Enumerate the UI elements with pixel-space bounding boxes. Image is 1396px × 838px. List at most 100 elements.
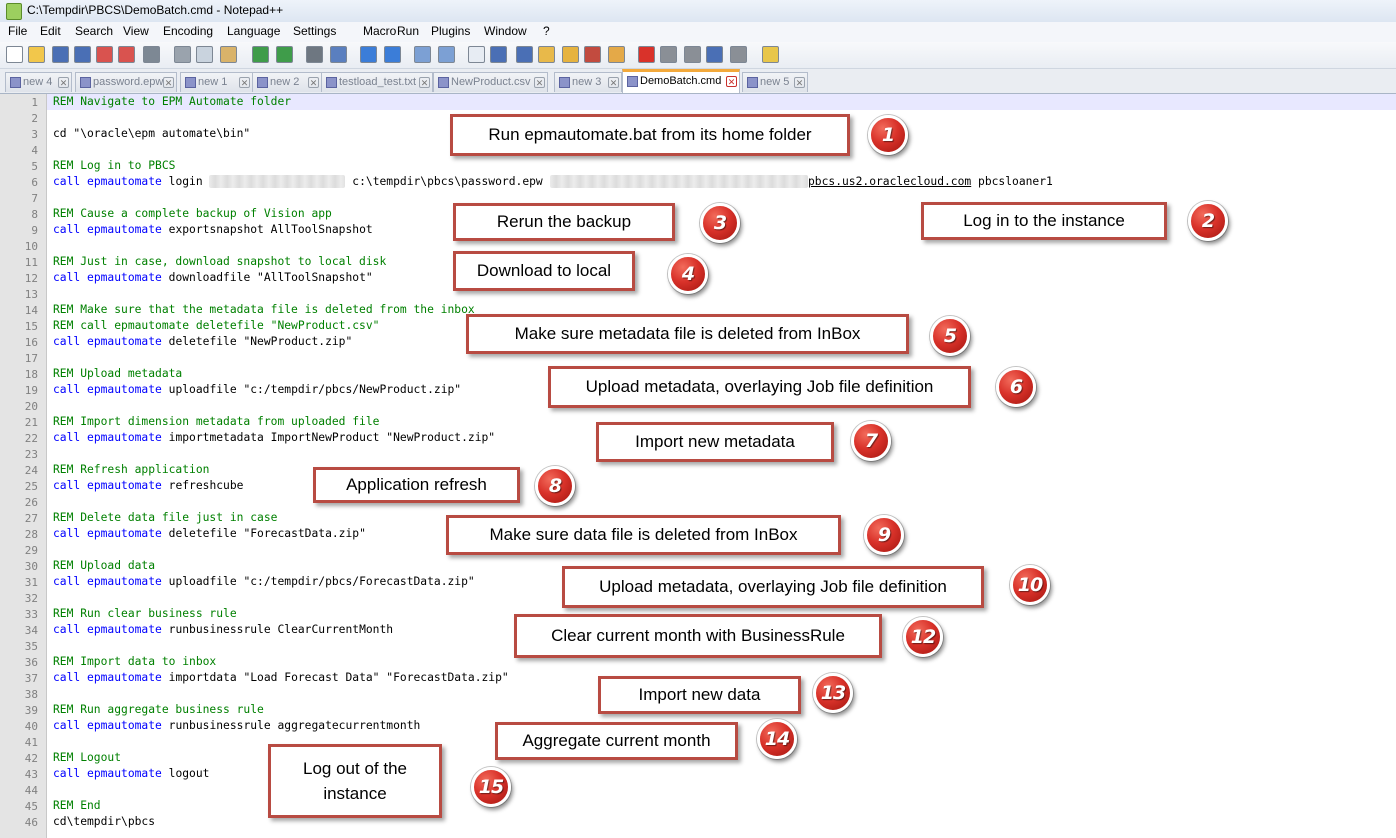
print-icon[interactable]: [143, 46, 160, 63]
menu-help[interactable]: ?: [543, 24, 550, 38]
menu-settings[interactable]: Settings: [293, 24, 337, 38]
code-line[interactable]: call epmautomate runbusinessrule ClearCu…: [53, 623, 393, 636]
code-line[interactable]: REM Make sure that the metadata file is …: [53, 303, 475, 316]
tab-close-icon[interactable]: ✕: [534, 77, 545, 88]
code-line[interactable]: REM Import data to inbox: [53, 655, 216, 668]
cut-icon[interactable]: [174, 46, 191, 63]
code-line[interactable]: REM Cause a complete backup of Vision ap…: [53, 207, 332, 220]
tab-close-icon[interactable]: ✕: [58, 77, 69, 88]
code-line[interactable]: REM Upload metadata: [53, 367, 182, 380]
monitoring-icon[interactable]: [608, 46, 625, 63]
close-icon[interactable]: [96, 46, 113, 63]
tab-close-icon[interactable]: ✕: [794, 77, 805, 88]
open-file-icon[interactable]: [28, 46, 45, 63]
callout-box-13: Import new data: [598, 676, 801, 714]
tab-password-epw[interactable]: password.epw✕: [75, 72, 177, 92]
line-number: 18: [24, 368, 38, 381]
menu-search[interactable]: Search: [75, 24, 114, 38]
code-line[interactable]: REM call epmautomate deletefile "NewProd…: [53, 319, 379, 332]
play-macro-icon[interactable]: [684, 46, 701, 63]
run-macro-multiple-icon[interactable]: [706, 46, 723, 63]
code-line[interactable]: call epmautomate logout: [53, 767, 209, 780]
code-line[interactable]: REM Delete data file just in case: [53, 511, 277, 524]
sync-horizontal-icon[interactable]: [438, 46, 455, 63]
find-icon[interactable]: [306, 46, 323, 63]
code-line[interactable]: call epmautomate exportsnapshot AllToolS…: [53, 223, 373, 236]
indent-guide-icon[interactable]: [516, 46, 533, 63]
tab-new-3[interactable]: new 3✕: [554, 72, 622, 92]
tab-testload-test-txt[interactable]: testload_test.txt✕: [321, 72, 433, 92]
new-file-icon[interactable]: [6, 46, 23, 63]
code-line[interactable]: REM Import dimension metadata from uploa…: [53, 415, 379, 428]
code-line[interactable]: REM Navigate to EPM Automate folder: [53, 95, 291, 108]
tab-demobatch-cmd[interactable]: DemoBatch.cmd✕: [622, 69, 740, 93]
replace-icon[interactable]: [330, 46, 347, 63]
stop-record-icon[interactable]: [660, 46, 677, 63]
callout-box-9: Make sure data file is deleted from InBo…: [446, 515, 841, 555]
title-bar: C:\Tempdir\PBCS\DemoBatch.cmd - Notepad+…: [0, 0, 1396, 23]
menu-language[interactable]: Language: [227, 24, 281, 38]
zoom-out-icon[interactable]: [384, 46, 401, 63]
code-token: uploadfile "c:/tempdir/pbcs/NewProduct.z…: [161, 383, 462, 396]
code-token: logout: [161, 767, 210, 780]
code-line[interactable]: REM End: [53, 799, 101, 812]
code-line[interactable]: call epmautomate refreshcube: [53, 479, 243, 492]
tab-newproduct-csv[interactable]: NewProduct.csv✕: [433, 72, 548, 92]
tab-new-5[interactable]: new 5✕: [742, 72, 808, 92]
tab-new-4[interactable]: new 4✕: [5, 72, 72, 92]
folder-as-workspace-icon[interactable]: [538, 46, 555, 63]
redo-icon[interactable]: [276, 46, 293, 63]
zoom-in-icon[interactable]: [360, 46, 377, 63]
code-line[interactable]: REM Just in case, download snapshot to l…: [53, 255, 386, 268]
code-line[interactable]: call epmautomate deletefile "ForecastDat…: [53, 527, 366, 540]
code-line[interactable]: REM Run aggregate business rule: [53, 703, 264, 716]
save-icon[interactable]: [52, 46, 69, 63]
code-line[interactable]: call epmautomate downloadfile "AllToolSn…: [53, 271, 373, 284]
menu-run[interactable]: Run: [397, 24, 420, 38]
undo-icon[interactable]: [252, 46, 269, 63]
tab-new-1[interactable]: new 1✕: [180, 72, 253, 92]
code-line[interactable]: call epmautomate uploadfile "c:/tempdir/…: [53, 383, 461, 396]
code-line[interactable]: call epmautomate deletefile "NewProduct.…: [53, 335, 352, 348]
code-line[interactable]: REM Refresh application: [53, 463, 209, 476]
menu-window[interactable]: Window: [484, 24, 527, 38]
menu-file[interactable]: File: [8, 24, 28, 38]
tab-close-icon[interactable]: ✕: [308, 77, 319, 88]
tab-close-icon[interactable]: ✕: [726, 76, 737, 87]
save-all-icon[interactable]: [74, 46, 91, 63]
function-list-icon[interactable]: [584, 46, 601, 63]
menu-edit[interactable]: Edit: [40, 24, 61, 38]
tab-new-2[interactable]: new 2✕: [252, 72, 322, 92]
word-wrap-icon[interactable]: [468, 46, 485, 63]
tab-close-icon[interactable]: ✕: [163, 77, 174, 88]
code-line[interactable]: REM Upload data: [53, 559, 155, 572]
code-line[interactable]: call epmautomate login xxxxxxxxxxxxxxxxx…: [53, 175, 1053, 188]
code-line[interactable]: cd\tempdir\pbcs: [53, 815, 155, 828]
tab-close-icon[interactable]: ✕: [419, 77, 430, 88]
tab-close-icon[interactable]: ✕: [608, 77, 619, 88]
menu-macro[interactable]: Macro: [363, 24, 397, 38]
code-line[interactable]: call epmautomate uploadfile "c:/tempdir/…: [53, 575, 475, 588]
record-macro-icon[interactable]: [638, 46, 655, 63]
menu-encoding[interactable]: Encoding: [163, 24, 214, 38]
show-all-chars-icon[interactable]: [490, 46, 507, 63]
document-map-icon[interactable]: [562, 46, 579, 63]
code-line[interactable]: REM Run clear business rule: [53, 607, 237, 620]
menu-view[interactable]: View: [123, 24, 149, 38]
code-line[interactable]: call epmautomate importmetadata ImportNe…: [53, 431, 495, 444]
menu-plugins[interactable]: Plugins: [431, 24, 471, 38]
code-line[interactable]: call epmautomate runbusinessrule aggrega…: [53, 719, 420, 732]
copy-icon[interactable]: [196, 46, 213, 63]
tab-close-icon[interactable]: ✕: [239, 77, 250, 88]
save-macro-icon[interactable]: [730, 46, 747, 63]
launch-browser-icon[interactable]: [762, 46, 779, 63]
close-all-icon[interactable]: [118, 46, 135, 63]
step-number-badge-14: 14: [757, 719, 797, 759]
line-number: 5: [31, 160, 38, 173]
sync-vertical-icon[interactable]: [414, 46, 431, 63]
code-line[interactable]: REM Logout: [53, 751, 121, 764]
code-line[interactable]: REM Log in to PBCS: [53, 159, 175, 172]
code-line[interactable]: call epmautomate importdata "Load Foreca…: [53, 671, 509, 684]
paste-icon[interactable]: [220, 46, 237, 63]
code-line[interactable]: cd "\oracle\epm automate\bin": [53, 127, 250, 140]
